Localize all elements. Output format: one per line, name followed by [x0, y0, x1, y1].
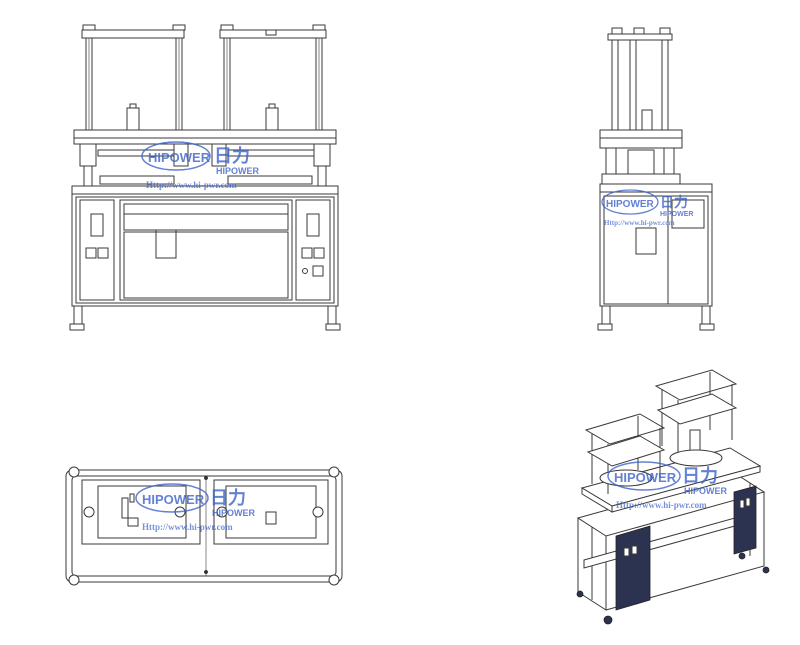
watermark-brand-cn: 日力: [210, 488, 246, 508]
watermark-brand: HIPOWER: [148, 150, 211, 165]
front-upper-frame-left: [81, 24, 186, 139]
watermark-brand-cn: 日力: [214, 146, 250, 166]
isometric-view: [576, 369, 770, 625]
watermark-brand-sub: HIPOWER: [212, 508, 256, 518]
watermark-brand: HIPOWER: [606, 199, 655, 210]
top-station-right: [213, 479, 329, 545]
watermark-url: Http://www.hi-pwr.com: [616, 500, 707, 510]
watermark-brand-cn: 日力: [660, 194, 688, 210]
watermark-side: HIPOWER 日力 HIPOWER Http://www.hi-pwr.com: [601, 189, 693, 227]
watermark-front: HIPOWER 日力 HIPOWER Http://www.hi-pwr.com: [141, 141, 260, 190]
watermark-brand-sub: HIPOWER: [684, 486, 728, 496]
watermark-brand-cn: 日力: [682, 466, 718, 486]
watermark-brand-sub: HIPOWER: [216, 166, 260, 176]
watermark-top: HIPOWER 日力 HIPOWER Http://www.hi-pwr.com: [135, 483, 256, 532]
watermark-iso: HIPOWER 日力 HIPOWER Http://www.hi-pwr.com: [607, 461, 728, 510]
watermark-brand-sub: HIPOWER: [660, 211, 693, 218]
front-upper-frame-right: [219, 24, 327, 139]
watermark-url: Http://www.hi-pwr.com: [604, 219, 675, 227]
front-right-control-panel: [295, 199, 331, 301]
watermark-brand: HIPOWER: [614, 470, 677, 485]
front-view: [69, 24, 341, 331]
watermark-brand: HIPOWER: [142, 492, 205, 507]
front-left-control-panel: [79, 199, 115, 301]
watermark-url: Http://www.hi-pwr.com: [146, 180, 237, 190]
top-view: [65, 466, 343, 586]
side-view: [597, 27, 715, 331]
watermark-url: Http://www.hi-pwr.com: [142, 522, 233, 532]
